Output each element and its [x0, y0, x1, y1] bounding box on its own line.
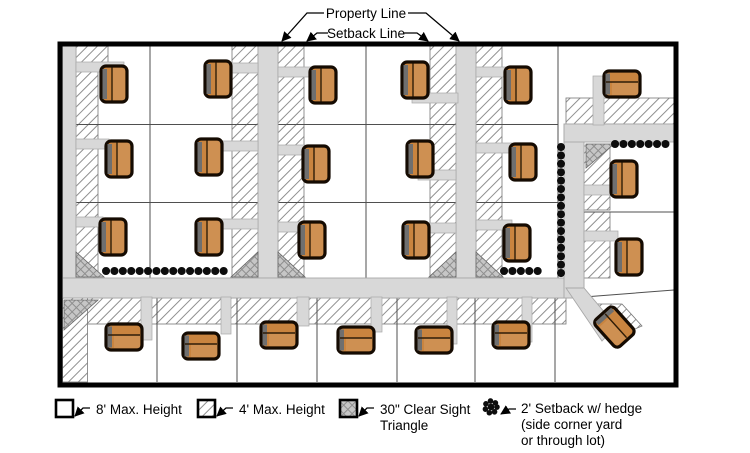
house — [194, 217, 224, 257]
legend-swatch-hedge — [482, 398, 500, 416]
house — [297, 220, 327, 260]
street-main-horizontal — [62, 277, 585, 299]
house — [98, 217, 128, 257]
street-right-horizontal — [563, 123, 675, 143]
house — [508, 142, 538, 182]
setback-line-leader-right — [404, 31, 429, 42]
street-vertical-3 — [455, 45, 477, 279]
legend-item-8ft-max-height: 8' Max. Height — [54, 398, 182, 419]
property-line-leader-left — [281, 12, 324, 42]
house — [609, 159, 639, 199]
house — [602, 69, 642, 99]
property-line-leader-right — [408, 12, 460, 42]
street-network — [62, 45, 675, 342]
legend-leader — [500, 405, 516, 415]
house — [308, 65, 338, 105]
house — [194, 137, 224, 177]
house — [181, 331, 221, 361]
house — [401, 220, 431, 260]
legend-swatch-hedge-center — [487, 403, 495, 411]
house — [203, 59, 233, 99]
house — [491, 320, 531, 350]
property-line-boundary — [57, 41, 679, 388]
house — [301, 144, 331, 184]
house — [99, 64, 129, 104]
legend-label-sight-line1: 30" Clear Sight — [380, 402, 471, 417]
property-line-label: Property Line — [326, 6, 406, 21]
house — [614, 237, 644, 277]
legend-leader — [74, 406, 90, 417]
callouts: Property Line Setback Line — [281, 6, 460, 42]
street-left — [62, 45, 77, 279]
setback-line-label: Setback Line — [327, 26, 405, 41]
house — [503, 65, 533, 105]
street-vertical-2 — [257, 45, 279, 279]
legend-label-8ft: 8' Max. Height — [96, 402, 182, 417]
legend-leader — [216, 406, 233, 417]
legend: 8' Max. Height 4' Max. Height 30" Clear … — [54, 398, 642, 448]
clear-sight-triangles — [63, 143, 616, 331]
street-right-vertical — [563, 123, 585, 299]
legend-item-4ft-max-height: 4' Max. Height — [196, 398, 325, 419]
house — [400, 60, 430, 100]
legend-swatch-4ft — [196, 398, 217, 419]
legend-item-hedge-setback: 2' Setback w/ hedge (side corner yard or… — [482, 398, 642, 448]
house — [502, 223, 532, 263]
house — [414, 325, 454, 355]
legend-swatch-8ft — [54, 398, 75, 419]
legend-leader — [358, 406, 374, 417]
house — [336, 325, 376, 355]
house — [405, 139, 435, 179]
setback-line-leader-left — [306, 31, 328, 42]
house — [104, 322, 144, 352]
house — [104, 139, 134, 179]
legend-label-hedge-line1: 2' Setback w/ hedge — [521, 401, 642, 416]
hedge-lines — [102, 140, 674, 278]
legend-item-clear-sight-triangle: 30" Clear Sight Triangle — [338, 398, 471, 433]
legend-label-hedge-line2: (side corner yard — [521, 417, 622, 432]
house — [259, 320, 299, 350]
legend-label-sight-line2: Triangle — [380, 418, 428, 433]
legend-label-4ft: 4' Max. Height — [239, 402, 325, 417]
legend-swatch-sight — [338, 398, 359, 419]
legend-label-hedge-line3: or through lot) — [521, 433, 605, 448]
